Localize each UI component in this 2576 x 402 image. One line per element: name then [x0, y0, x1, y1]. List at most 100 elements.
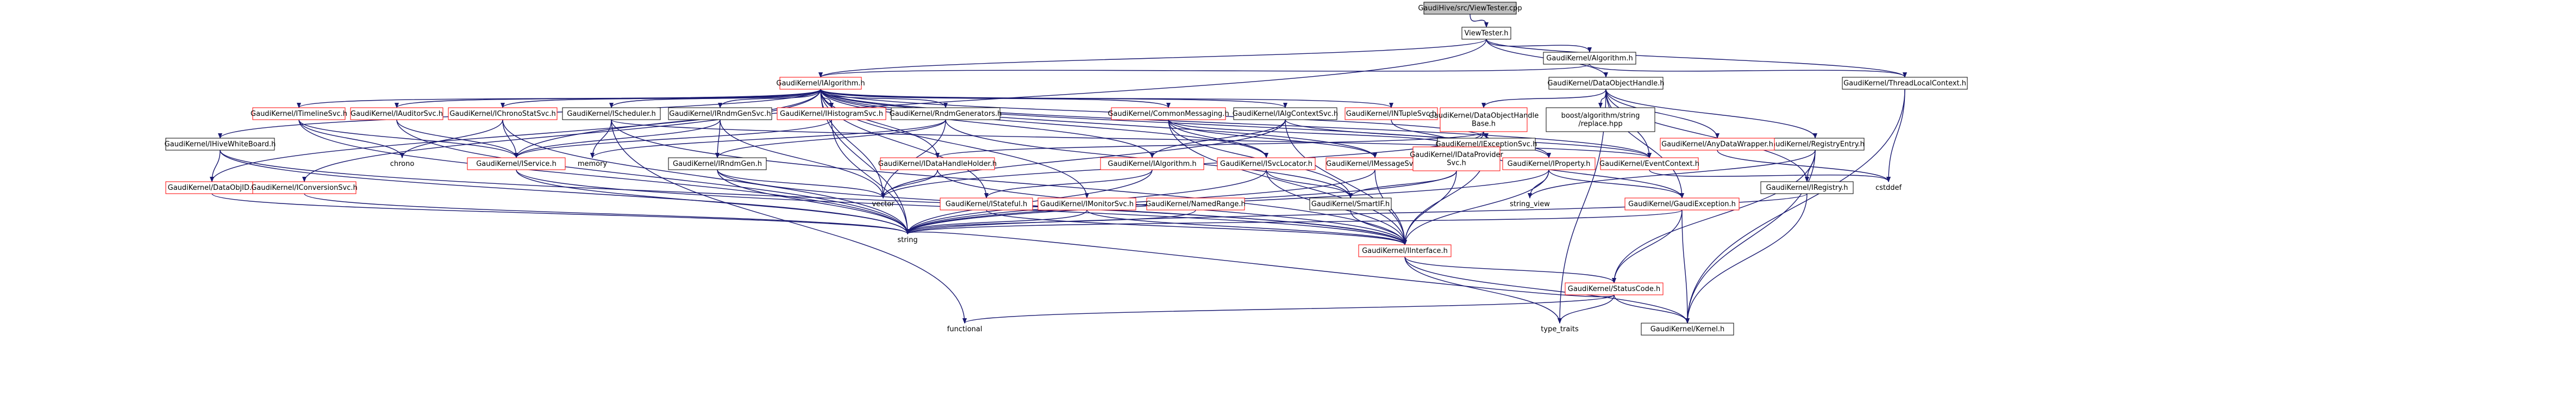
node-stringview[interactable]: string_view — [1510, 200, 1550, 208]
node-iregistry[interactable]: GaudiKernel/IRegistry.h — [1760, 181, 1854, 194]
edge-irndmgen-to-vector — [717, 169, 885, 199]
node-alg_h[interactable]: GaudiKernel/Algorithm.h — [1543, 52, 1636, 65]
node-algstring[interactable]: boost/algorithm/string/replace.hpp — [1546, 107, 1655, 132]
node-dohandle[interactable]: GaudiKernel/DataObjectHandle.h — [1548, 77, 1665, 90]
node-rndmgens[interactable]: GaudiKernel/RndmGenerators.h — [890, 107, 1002, 120]
edge-commonmsg-to-imsgsvc — [1168, 119, 1377, 158]
node-label-algstring-line2: /replace.hpp — [1578, 120, 1622, 128]
node-box-tlc — [1842, 77, 1968, 90]
edge-ialg-to-isvcloc — [820, 89, 1268, 158]
node-itimeline[interactable]: GaudiKernel/ITimelineSvc.h — [251, 107, 347, 120]
edge-igexc-to-string — [905, 209, 1683, 234]
node-label-imonitor: GaudiKernel/IMonitorSvc.h — [1040, 200, 1134, 208]
edge-ichrono-to-iservice — [502, 119, 518, 158]
node-iconv[interactable]: GaudiKernel/IConversionSvc.h — [251, 181, 358, 194]
node-irndmsvc[interactable]: GaudiKernel/IRndmGenSvc.h — [668, 107, 772, 120]
node-imsgsvc[interactable]: GaudiKernel/IMessageSvc.h — [1325, 157, 1424, 170]
node-isvcloc[interactable]: GaudiKernel/ISvcLocator.h — [1217, 157, 1316, 170]
node-regentry[interactable]: GaudiKernel/RegistryEntry.h — [1766, 138, 1865, 151]
node-vector[interactable]: vector — [872, 200, 895, 208]
node-isched[interactable]: GaudiKernel/IScheduler.h — [562, 107, 661, 120]
edge-iinterface-to-kernel — [1404, 256, 1690, 324]
node-typetraits[interactable]: type_traits — [1541, 325, 1579, 333]
node-ichrono[interactable]: GaudiKernel/IChronoStatSvc.h — [448, 107, 558, 120]
edge-vt_h-to-tlc — [1486, 39, 1907, 78]
node-label-idhh: GaudiKernel/IDataHandleHolder.h — [878, 160, 997, 168]
node-idhh[interactable]: GaudiKernel/IDataHandleHolder.h — [878, 157, 997, 170]
edge-ialg-to-ialgorithm — [820, 89, 1154, 158]
node-commonmsg[interactable]: GaudiKernel/CommonMessaging.h — [1108, 107, 1229, 120]
node-label-tlc: GaudiKernel/ThreadLocalContext.h — [1843, 79, 1966, 88]
node-namedrange[interactable]: GaudiKernel/NamedRange.h — [1146, 197, 1246, 211]
node-label-ihwb: GaudiKernel/IHiveWhiteBoard.h — [165, 140, 276, 149]
node-imonitor[interactable]: GaudiKernel/IMonitorSvc.h — [1037, 197, 1136, 211]
node-box-eventctx — [1600, 157, 1699, 170]
node-string[interactable]: string — [897, 236, 917, 244]
node-label-eventctx: GaudiKernel/EventContext.h — [1599, 160, 1699, 168]
edge-irndmgen-to-string — [717, 169, 910, 234]
node-label-statuscode: GaudiKernel/StatusCode.h — [1568, 285, 1660, 293]
node-ialg[interactable]: GaudiKernel/IAlgorithm.h — [776, 77, 865, 90]
node-kernel[interactable]: GaudiKernel/Kernel.h — [1641, 323, 1734, 336]
node-box-igexc — [1624, 197, 1740, 211]
edge-ihistsvc-to-string — [831, 119, 910, 234]
edge-dohandle-to-anydw — [1605, 89, 1720, 139]
node-smartif[interactable]: GaudiKernel/SmartIF.h — [1309, 197, 1392, 211]
edge-irndmsvc-to-iservice — [514, 119, 721, 158]
node-statuscode[interactable]: GaudiKernel/StatusCode.h — [1565, 282, 1664, 295]
node-box-iregistry — [1760, 181, 1854, 194]
edge-dohandle-to-iregistry — [1605, 89, 1809, 182]
node-intuple[interactable]: GaudiKernel/INTupleSvc.h — [1345, 107, 1438, 120]
node-label-isched: GaudiKernel/IScheduler.h — [567, 110, 655, 118]
node-root[interactable]: GaudiHive/src/ViewTester.cpp — [1418, 2, 1522, 15]
node-eventctx[interactable]: GaudiKernel/EventContext.h — [1599, 157, 1699, 170]
node-anydw[interactable]: GaudiKernel/AnyDataWrapper.h — [1660, 138, 1775, 151]
node-dataobjid[interactable]: GaudiKernel/DataObjID.h — [165, 181, 259, 194]
node-vt_h[interactable]: ViewTester.h — [1461, 27, 1511, 40]
node-label-iregistry: GaudiKernel/IRegistry.h — [1766, 184, 1848, 192]
node-label-iinterface: GaudiKernel/IInterface.h — [1362, 247, 1448, 255]
node-istateful[interactable]: GaudiKernel/IStateful.h — [940, 197, 1033, 211]
edge-itimeline-to-string — [298, 119, 910, 234]
node-label-memory: memory — [578, 160, 608, 168]
edge-tlc-to-kernel — [1685, 89, 1905, 324]
node-box-ihistsvc — [777, 107, 886, 120]
edge-commonmsg-to-iinterface — [1168, 119, 1407, 245]
node-ihwb[interactable]: GaudiKernel/IHiveWhiteBoard.h — [165, 138, 276, 151]
node-irndmgen[interactable]: GaudiKernel/IRndmGen.h — [668, 157, 767, 170]
edge-iinterface-to-statuscode — [1404, 256, 1616, 283]
node-functional[interactable]: functional — [947, 325, 983, 333]
node-label-itimeline: GaudiKernel/ITimelineSvc.h — [251, 110, 347, 118]
edge-regentry-to-stringview — [1528, 150, 1816, 199]
node-label-ialgctx: GaudiKernel/IAlgContextSvc.h — [1233, 110, 1338, 118]
edge-idataprov-to-smartif — [1348, 170, 1457, 199]
node-label-isvcloc: GaudiKernel/ISvcLocator.h — [1220, 160, 1312, 168]
node-iauditor[interactable]: GaudiKernel/IAuditorSvc.h — [350, 107, 443, 120]
edge-ialg-to-ichrono — [501, 89, 821, 108]
node-box-commonmsg — [1111, 107, 1226, 120]
node-iinterface[interactable]: GaudiKernel/IInterface.h — [1358, 244, 1452, 257]
node-iservice[interactable]: GaudiKernel/IService.h — [467, 157, 566, 170]
node-ialgorithm[interactable]: GaudiKernel/IAlgorithm.h — [1100, 157, 1204, 170]
edge-iconv-to-string — [304, 193, 910, 234]
node-tlc[interactable]: GaudiKernel/ThreadLocalContext.h — [1842, 77, 1968, 90]
node-memory[interactable]: memory — [578, 160, 608, 168]
node-box-idataprov — [1412, 146, 1500, 171]
node-label-ialgorithm: GaudiKernel/IAlgorithm.h — [1108, 160, 1196, 168]
node-chrono[interactable]: chrono — [390, 160, 415, 168]
node-label-rndmgens: GaudiKernel/RndmGenerators.h — [890, 110, 1002, 118]
node-label-irndmgen: GaudiKernel/IRndmGen.h — [673, 160, 762, 168]
edge-ialg-to-intuple — [820, 89, 1393, 108]
node-ialgctx[interactable]: GaudiKernel/IAlgContextSvc.h — [1233, 107, 1338, 120]
edge-alg_h-to-ialg — [818, 64, 1590, 78]
node-ihistsvc[interactable]: GaudiKernel/IHistogramSvc.h — [777, 107, 886, 120]
edge-smartif-to-iinterface — [1350, 209, 1407, 245]
edge-igexc-to-statuscode — [1612, 209, 1683, 283]
node-igexc[interactable]: GaudiKernel/GaudiException.h — [1624, 197, 1740, 211]
edge-alg_h-to-tlc — [1589, 64, 1907, 78]
node-iproperty[interactable]: GaudiKernel/IProperty.h — [1502, 157, 1596, 170]
node-box-iinterface — [1358, 244, 1452, 257]
node-cstddef[interactable]: cstddef — [1875, 184, 1902, 192]
